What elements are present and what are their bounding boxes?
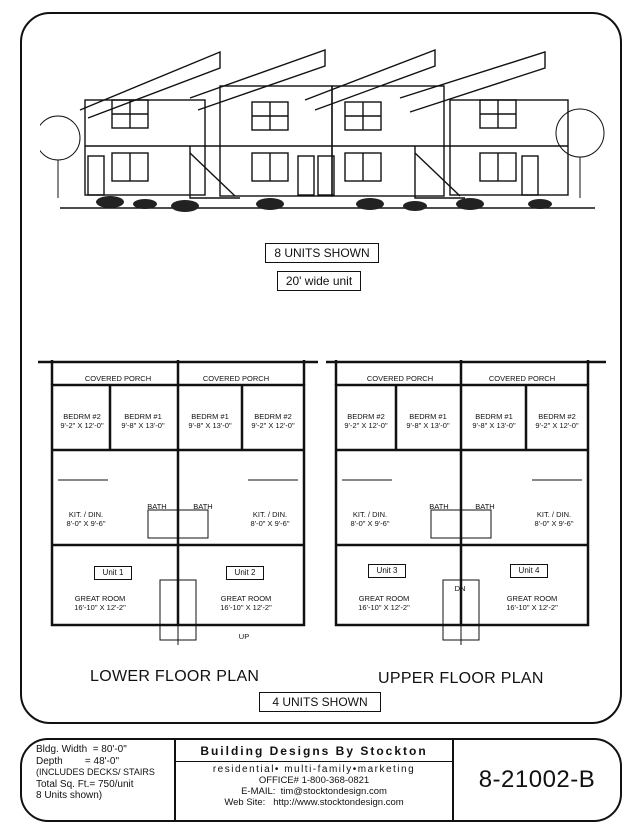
sheet-border [20, 12, 622, 724]
total-sqft: Total Sq. Ft.= 750/unit [36, 778, 134, 790]
lower-kitchen-b: KIT. / DIN.8'-0" X 9'-6" [250, 510, 290, 528]
upper-unit-b-tag: Unit 4 [510, 564, 548, 578]
units-shown-label: 8 UNITS SHOWN [265, 243, 379, 263]
lower-kitchen-a: KIT. / DIN.8'-0" X 9'-6" [66, 510, 106, 528]
lower-porch-a: COVERED PORCH [84, 374, 152, 383]
lower-bath-a: BATH [147, 502, 167, 511]
building-depth: Depth = 48'-0" [36, 755, 120, 767]
upper-kitchen-a: KIT. / DIN.8'-0" X 9'-6" [350, 510, 390, 528]
plan-number: 8-21002-B [478, 766, 596, 793]
includes-note: (INCLUDES DECKS/ STAIRS [36, 767, 155, 777]
upper-bath-a: BATH [429, 502, 449, 511]
upper-bath-b: BATH [475, 502, 495, 511]
upper-stair-label: DN [454, 584, 466, 593]
lower-plan-walls [38, 360, 318, 645]
email-address: E-MAIL: tim@stocktondesign.com [241, 786, 387, 797]
upper-porch-b: COVERED PORCH [488, 374, 556, 383]
lower-floor-plan-title: LOWER FLOOR PLAN [90, 668, 260, 685]
lower-stair-label: UP [238, 632, 250, 641]
title-block-divider-right [452, 740, 454, 820]
lower-bath-b: BATH [193, 502, 213, 511]
office-phone: OFFICE# 1-800-368-0821 [258, 775, 370, 786]
title-block-divider-left [174, 740, 176, 820]
company-info: Building Designs By Stockton residential… [176, 740, 452, 808]
upper-kitchen-b: KIT. / DIN.8'-0" X 9'-6" [534, 510, 574, 528]
upper-plan-walls [326, 360, 606, 645]
company-name: Building Designs By Stockton [200, 744, 428, 758]
upper-floor-plan-title: UPPER FLOOR PLAN [378, 670, 544, 687]
units-shown-note: 8 Units shown) [36, 790, 103, 801]
upper-unit-a-tag: Unit 3 [368, 564, 406, 578]
lower-unit-a-tag: Unit 1 [94, 566, 132, 580]
upper-porch-a: COVERED PORCH [366, 374, 434, 383]
company-tagline: residential• multi-family•marketing [212, 764, 416, 775]
lower-porch-b: COVERED PORCH [202, 374, 270, 383]
company-rule [176, 761, 452, 762]
lower-unit-b-tag: Unit 2 [226, 566, 264, 580]
building-specs: Bldg. Width = 80'-0" Depth = 48'-0" (INC… [36, 744, 176, 802]
unit-width-label: 20' wide unit [277, 271, 361, 291]
building-width: Bldg. Width = 80'-0" [36, 744, 127, 755]
plan-units-shown-label: 4 UNITS SHOWN [259, 692, 381, 712]
website: Web Site: http://www.stocktondesign.com [224, 797, 404, 808]
title-block: Bldg. Width = 80'-0" Depth = 48'-0" (INC… [20, 738, 622, 822]
front-elevation-drawing [40, 48, 605, 212]
